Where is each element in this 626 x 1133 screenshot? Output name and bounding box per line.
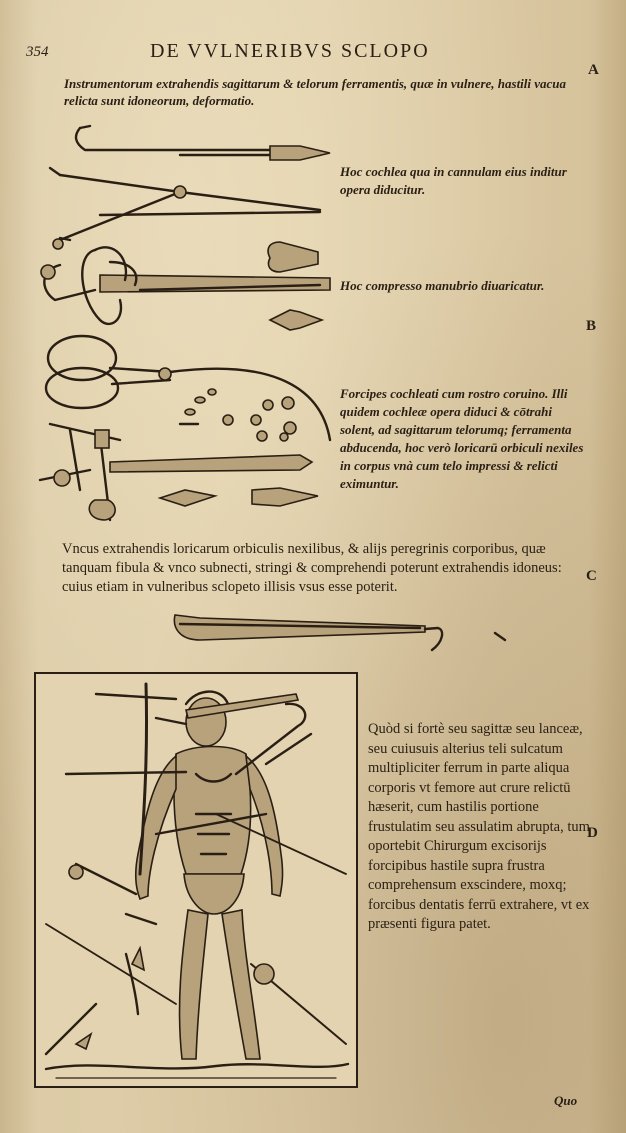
wound-man-figure <box>44 682 350 1079</box>
hook-paragraph: Vncus extrahendis loricarum orbiculis ne… <box>62 541 562 595</box>
margin-letter-c: C <box>586 568 597 584</box>
crows-beak-forceps-illustration <box>44 334 332 442</box>
instrument-note-3: Forcipes cochleati cum rostro coruino. I… <box>340 386 584 491</box>
loose-arrowheads-illustration <box>157 241 325 507</box>
margin-letter-b: B <box>586 318 597 334</box>
plate-caption: Instrumentorum extrahendis sagittarum & … <box>64 76 567 108</box>
catchword: Quo <box>554 1093 578 1108</box>
instrument-note-1: Hoc cochlea qua in cannulam eius inditur… <box>340 164 567 197</box>
margin-letter-d: D <box>587 825 598 841</box>
instrument-engravings <box>38 124 507 652</box>
screw-extractor-illustration <box>48 124 331 250</box>
figure-paragraph: Quòd si fortè seu sagittæ seu lanceæ, se… <box>368 721 590 932</box>
dilator-illustration <box>40 246 331 326</box>
hook-instrument-illustration <box>173 614 507 652</box>
margin-letter-a: A <box>588 62 599 78</box>
screw-forceps-illustration <box>38 422 314 522</box>
running-head: DE VVLNERIBVS SCLOPO <box>150 40 430 62</box>
wound-man-woodcut <box>34 672 358 1088</box>
page-number: 354 <box>26 44 49 60</box>
instrument-note-2: Hoc compresso manubrio diuaricatur. <box>340 278 545 293</box>
